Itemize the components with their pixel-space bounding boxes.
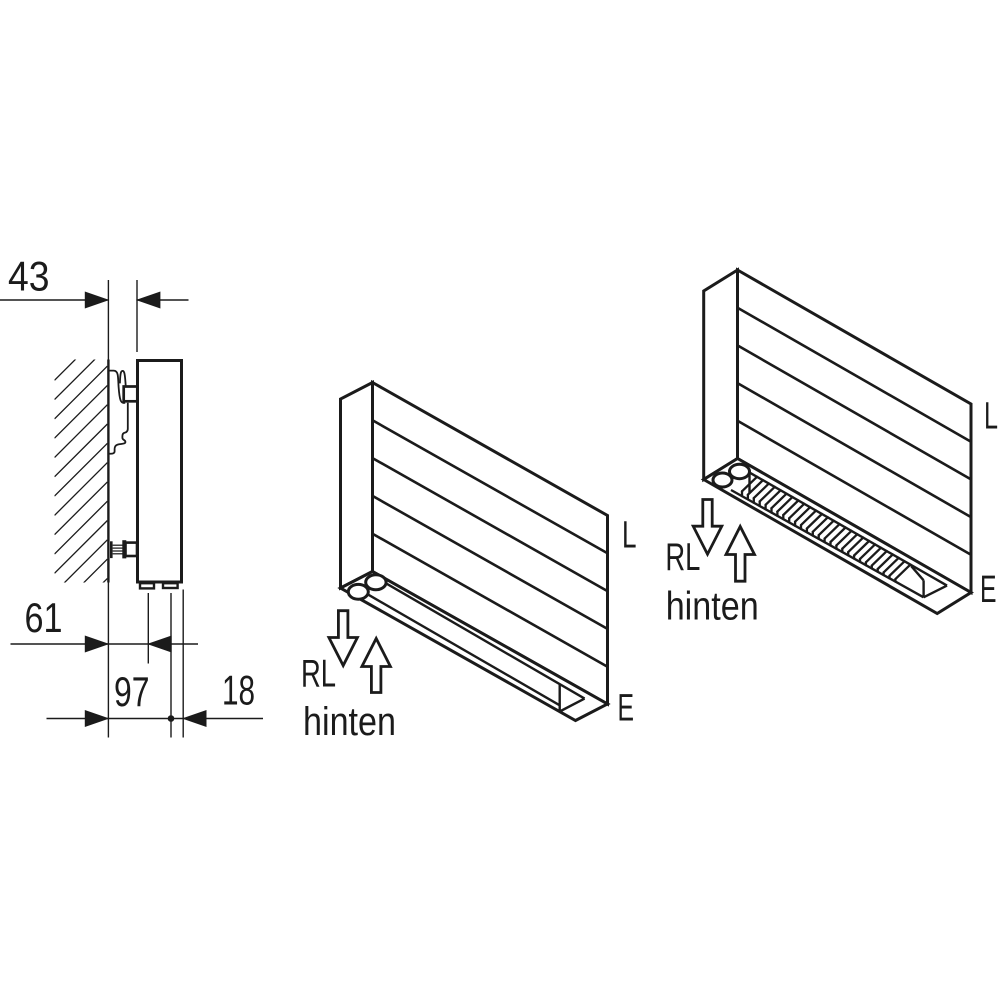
svg-text:E: E — [618, 688, 635, 730]
svg-text:18: 18 — [222, 667, 255, 714]
svg-text:L: L — [622, 515, 637, 557]
svg-text:97: 97 — [114, 668, 150, 715]
svg-text:E: E — [980, 569, 997, 611]
svg-text:61: 61 — [25, 594, 63, 641]
svg-text:L: L — [984, 396, 998, 438]
svg-text:hinten: hinten — [666, 585, 759, 629]
svg-text:RL: RL — [301, 653, 336, 696]
svg-text:RL: RL — [665, 536, 700, 579]
svg-text:43: 43 — [8, 253, 50, 300]
svg-text:hinten: hinten — [303, 700, 396, 744]
